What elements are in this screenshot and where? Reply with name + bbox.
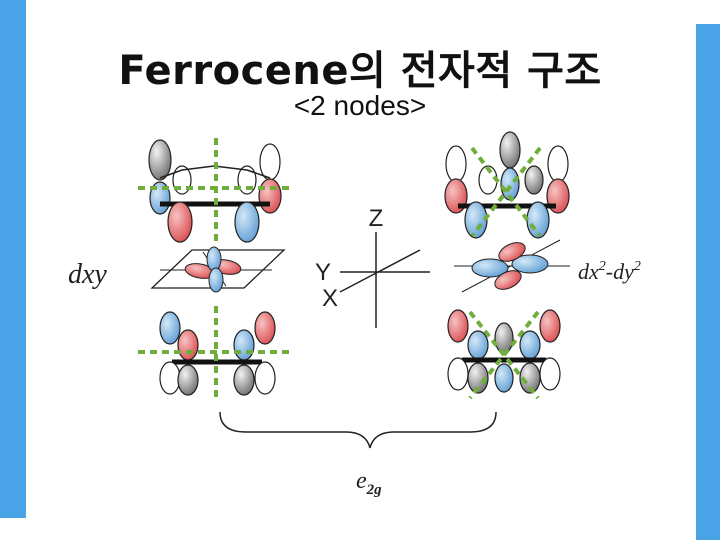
x-axis-label: X	[322, 285, 338, 312]
cp-ring-top-left	[138, 138, 292, 243]
orbital-label-dxy: dxy	[68, 259, 107, 290]
grouping-brace	[219, 411, 497, 449]
cp-ring-bottom-right	[447, 309, 561, 400]
cp-ring-top-right	[444, 131, 570, 239]
z-axis-label: Z	[369, 205, 384, 232]
axis-system: Z Y X	[315, 205, 430, 328]
symmetry-label-e2g: e2g	[356, 468, 382, 498]
p-lobe-up	[148, 139, 172, 181]
orbital-label-dx2-dy2: dx2-dy2	[578, 259, 641, 284]
slide-subtitle: <2 nodes>	[293, 90, 427, 121]
x-axis	[339, 249, 421, 293]
dx2y2-lobes	[454, 239, 570, 293]
p-lobe-down	[167, 201, 193, 243]
p-lobe-up	[259, 143, 281, 181]
nodal-line	[470, 146, 542, 238]
y-axis-label: Y	[315, 259, 331, 286]
dxy-plane	[150, 246, 286, 293]
left-accent-bar	[0, 0, 26, 518]
p-lobe-mid	[258, 178, 282, 214]
slide-title: Ferrocene의 전자적 구조	[118, 48, 602, 94]
right-accent-bar	[696, 24, 720, 540]
nodal-line	[468, 310, 540, 400]
cp-ring-bottom-left	[138, 306, 292, 398]
p-lobe-down	[234, 201, 260, 243]
nodal-line	[470, 146, 542, 238]
